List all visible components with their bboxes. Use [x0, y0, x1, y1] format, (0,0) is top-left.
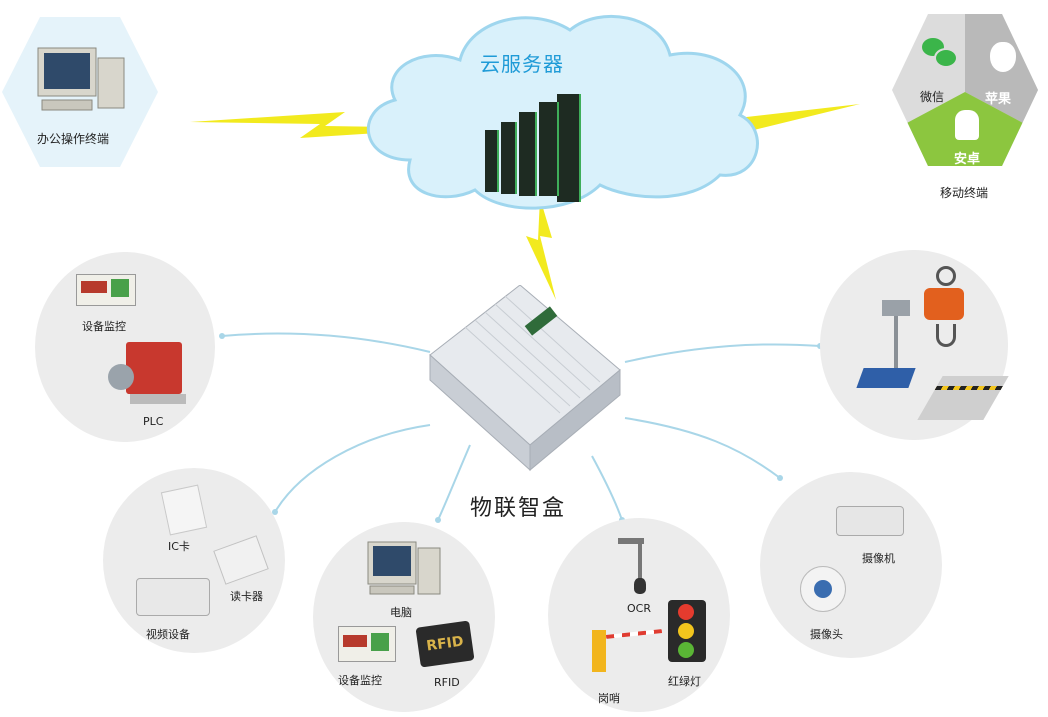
wechat-icon: [922, 38, 958, 68]
plc-machine-icon: [108, 342, 198, 408]
access-label-0: IC卡: [168, 540, 190, 553]
computer-label-0: 电脑: [390, 606, 412, 619]
control-label-0: 设备监控: [82, 320, 126, 333]
mobile-terminal-label: 移动终端: [940, 186, 989, 200]
computer-label-1: 设备监控: [338, 674, 382, 687]
connector-camera: [624, 417, 781, 479]
camera-label-0: 摄像机: [862, 552, 895, 565]
traffic-label-0: OCR: [627, 602, 651, 615]
cloud-title: 云服务器: [480, 52, 564, 76]
office-terminal-label: 办公操作终端: [37, 132, 110, 146]
monitor-panel-icon: [76, 274, 136, 306]
rfid-tag-icon: RFID: [415, 620, 475, 668]
traffic-label-2: 红绿灯: [668, 675, 701, 688]
traffic-light-icon: [668, 600, 706, 662]
computer-label-2: RFID: [434, 676, 460, 689]
video-camera-icon: [136, 578, 210, 616]
webcam-icon: [800, 566, 846, 612]
server-rack-icon: [485, 94, 581, 202]
control-label-1: PLC: [143, 415, 164, 428]
iot-gateway-device: [429, 285, 621, 472]
connector-scale: [624, 343, 821, 363]
apple-icon: [990, 42, 1016, 72]
barrier-gate-icon: [592, 626, 663, 676]
ocr-camera-pole-icon: [614, 538, 650, 598]
connector-access: [274, 424, 431, 513]
connector-control: [221, 332, 431, 353]
monitor-panel-icon-2: [338, 626, 396, 662]
crane-scale-icon: [922, 266, 966, 350]
desktop-computer-icon: [37, 47, 125, 111]
center-title: 物联智盒: [470, 496, 567, 521]
access-label-2: 视频设备: [146, 628, 190, 641]
platform-scale-icon: [856, 300, 916, 400]
access-label-1: 读卡器: [230, 590, 263, 603]
apple-label: 苹果: [985, 92, 1012, 107]
traffic-label-1: 岗哨: [598, 692, 620, 705]
android-icon: [955, 110, 979, 140]
wechat-label: 微信: [920, 90, 945, 104]
connector-computer: [437, 444, 471, 521]
mobile-hexagon: [892, 14, 1038, 166]
android-label: 安卓: [954, 152, 981, 167]
lightning-down-icon: [526, 198, 556, 300]
group-camera: [760, 472, 942, 658]
camera-label-1: 摄像头: [810, 628, 843, 641]
computer-icon: [367, 541, 441, 595]
bullet-camera-icon: [836, 506, 904, 536]
connector-traffic: [591, 455, 623, 521]
